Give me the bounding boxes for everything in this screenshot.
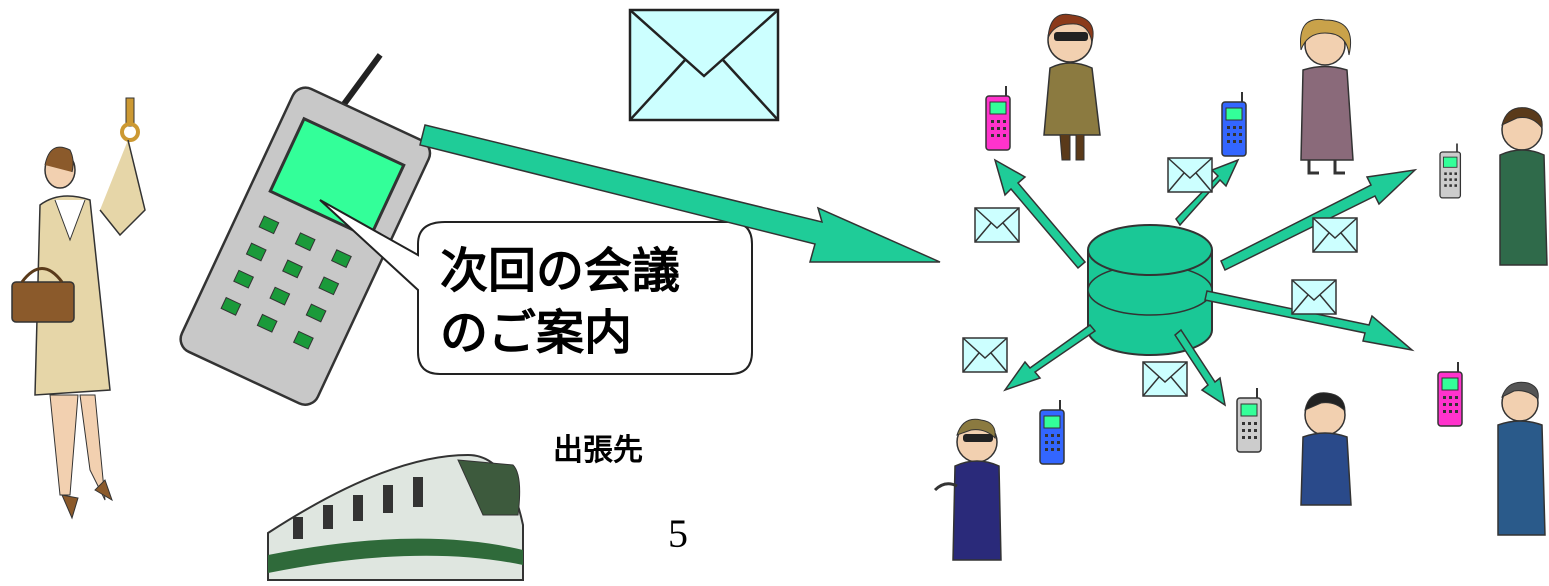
train-icon <box>267 453 524 581</box>
phone-icon <box>1221 91 1247 157</box>
small-phones <box>985 85 1463 465</box>
phone-icon <box>985 85 1011 151</box>
arrow-to-top-left <box>993 158 1087 270</box>
arrow-to-bottom-left <box>1003 323 1097 392</box>
envelope-icon <box>628 8 780 122</box>
envelope-icon <box>1142 361 1188 397</box>
envelope-icon <box>974 207 1020 243</box>
woman-commuter-icon <box>11 97 146 520</box>
arrow-to-right <box>1204 290 1415 352</box>
server-icon <box>1087 224 1213 356</box>
page-number: 5 <box>668 511 688 556</box>
arrow-to-bottom-center <box>1174 328 1227 407</box>
phone-icon <box>1039 399 1065 465</box>
person-icon <box>1499 107 1548 266</box>
phone-icon <box>1439 142 1462 199</box>
person-icon <box>933 418 1002 561</box>
send-arrow <box>419 124 941 263</box>
person-icon <box>1300 18 1354 175</box>
envelope-icon <box>1312 217 1358 253</box>
destination-label: 出張先 <box>553 433 643 468</box>
phone-icon <box>1236 387 1262 453</box>
person-icon <box>1497 381 1546 536</box>
callout-text: 次回の会議 のご案内 <box>440 240 740 364</box>
envelope-icon <box>1291 279 1337 315</box>
callout-line-1: 次回の会議 <box>440 243 681 299</box>
callout-line-2: のご案内 <box>440 305 633 361</box>
envelope-icon <box>962 337 1008 373</box>
phone-icon <box>1437 361 1463 427</box>
mobile-phone-icon <box>179 53 432 406</box>
speech-callout <box>319 199 753 375</box>
person-icon <box>1043 13 1101 161</box>
envelope-icon <box>1167 157 1213 193</box>
person-icon <box>1300 392 1352 506</box>
